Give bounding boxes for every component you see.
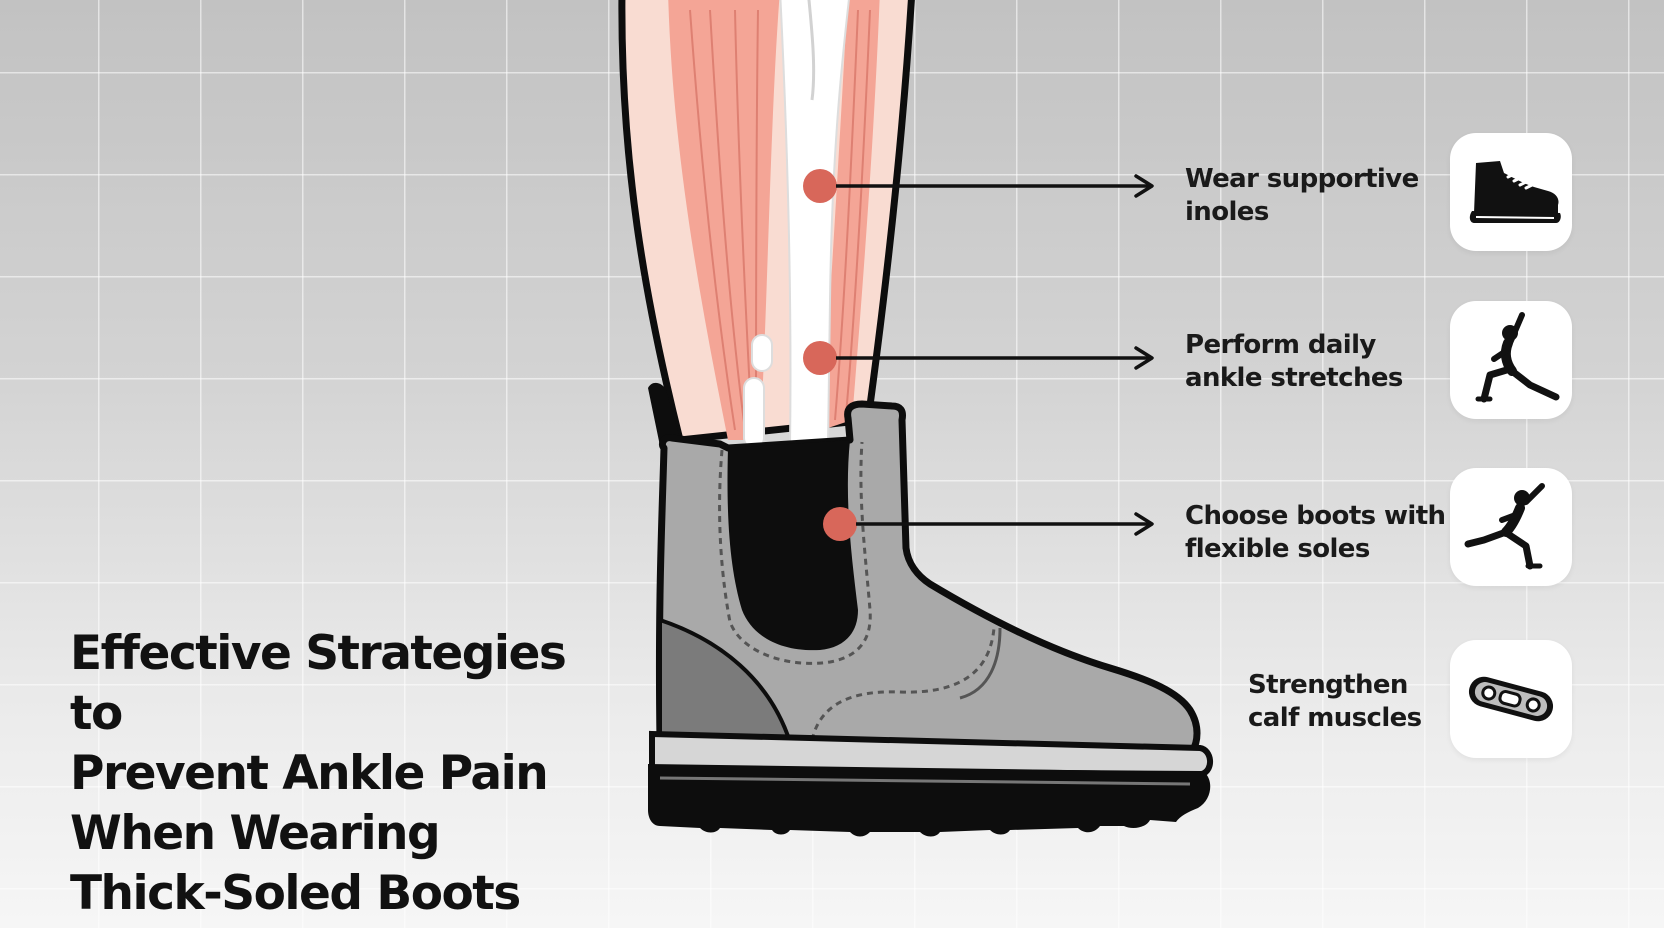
title-line: Effective Strategies to xyxy=(70,626,567,741)
boot-outsole xyxy=(648,764,1211,837)
gusset-stitching xyxy=(718,441,872,665)
tip-text-line: Wear supportive xyxy=(1185,164,1419,194)
tip-icon-card-stretches xyxy=(1450,301,1572,419)
tip-icon-card-calf-muscles xyxy=(1450,640,1572,758)
tip-label-insoles: Wear supportive inoles xyxy=(1185,163,1419,229)
tip-text-line: inoles xyxy=(1185,197,1269,227)
insole-icon xyxy=(1468,676,1554,722)
pointer-marker-3 xyxy=(823,507,1154,541)
lunge-stretch-icon xyxy=(1475,312,1560,403)
elastic-gusset xyxy=(727,440,858,651)
pointer-marker-2 xyxy=(803,341,1154,375)
tip-label-stretches: Perform daily ankle stretches xyxy=(1185,329,1403,395)
tip-text-line: Strengthen xyxy=(1248,670,1408,700)
boot-pull-tab xyxy=(648,382,680,446)
lunge-stretch-icon xyxy=(1464,483,1545,570)
title-line: When Wearing xyxy=(70,806,441,861)
tip-icon-card-insoles xyxy=(1450,133,1572,251)
tip-text-line: ankle stretches xyxy=(1185,363,1403,393)
tip-text-line: flexible soles xyxy=(1185,534,1370,564)
tip-icon-card-flexible-soles xyxy=(1450,468,1572,586)
tip-text-line: calf muscles xyxy=(1248,703,1422,733)
title-line: Thick-Soled Boots xyxy=(70,866,521,921)
vamp-stitching xyxy=(810,627,996,741)
tip-text-line: Perform daily xyxy=(1185,330,1376,360)
tip-label-flexible-soles: Choose boots with flexible soles xyxy=(1185,500,1446,566)
title-line: Prevent Ankle Pain xyxy=(70,746,549,801)
pointer-marker-1 xyxy=(803,169,1154,203)
boot-icon xyxy=(1469,161,1561,223)
tip-text-line: Choose boots with xyxy=(1185,501,1446,531)
page-title: Effective Strategies to Prevent Ankle Pa… xyxy=(70,624,630,924)
tip-label-calf-muscles: Strengthen calf muscles xyxy=(1248,669,1422,735)
